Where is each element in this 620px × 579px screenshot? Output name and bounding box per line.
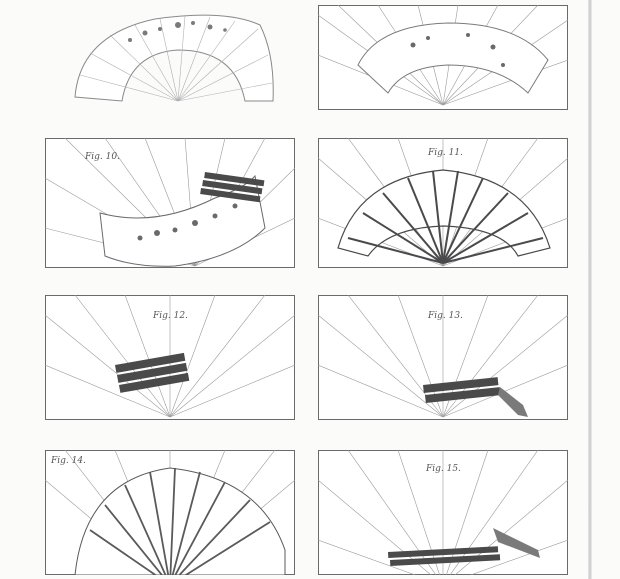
fan-illustration: [45, 138, 295, 268]
fan-sticks-illustration: [45, 295, 295, 420]
figure-15: Fig. 15.: [318, 450, 568, 575]
figure-13: Fig. 13.: [318, 295, 568, 420]
fan-illustration: [318, 138, 568, 268]
fan-sticks-illustration: [318, 295, 568, 420]
figure-top-right: [318, 5, 568, 110]
figure-label: Fig. 10.: [85, 152, 120, 162]
figure-10: Fig. 10.: [45, 138, 295, 268]
figure-label: Fig. 15.: [426, 464, 461, 474]
figure-label: Fig. 13.: [428, 311, 463, 321]
figure-label: Fig. 14.: [51, 456, 86, 466]
figure-12: Fig. 12.: [45, 295, 295, 420]
fan-leaf-illustration: [74, 14, 274, 102]
figure-label: Fig. 12.: [153, 311, 188, 321]
page-edge-shadow: [588, 0, 592, 579]
fan-sticks-illustration: [318, 450, 568, 575]
fan-illustration: [45, 450, 295, 575]
figure-11: Fig. 11.: [318, 138, 568, 268]
figure-top-left: [60, 5, 290, 110]
fan-leaf-illustration: [318, 5, 568, 110]
figure-label: Fig. 11.: [428, 148, 463, 158]
figure-14: Fig. 14.: [45, 450, 295, 575]
